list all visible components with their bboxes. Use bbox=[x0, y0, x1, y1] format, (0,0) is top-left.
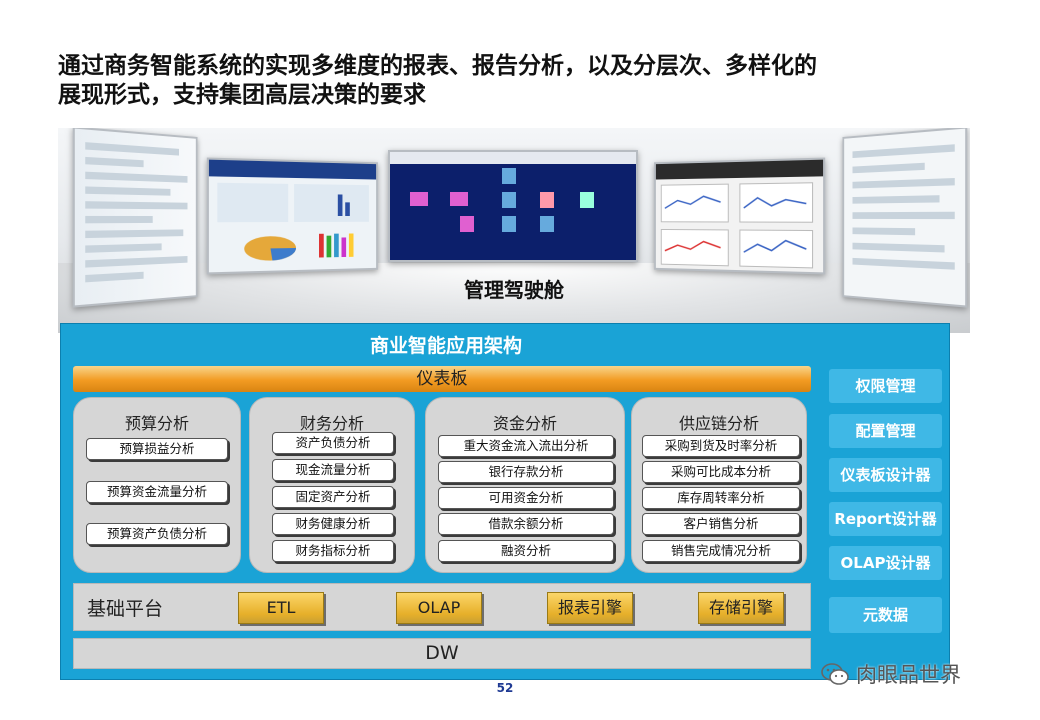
group-title: 财务分析 bbox=[250, 410, 414, 434]
module-item: 借款余额分析 bbox=[438, 513, 614, 535]
engine-storage: 存储引擎 bbox=[698, 592, 784, 624]
side-permission-management: 权限管理 bbox=[829, 369, 942, 403]
module-item: 财务健康分析 bbox=[272, 513, 394, 535]
module-item: 融资分析 bbox=[438, 540, 614, 562]
architecture-title: 商业智能应用架构 bbox=[61, 331, 831, 358]
side-olap-designer: OLAP设计器 bbox=[829, 546, 942, 580]
group-title: 供应链分析 bbox=[632, 410, 806, 434]
wechat-icon bbox=[820, 661, 850, 687]
group-finance-analysis: 财务分析 资产负债分析 现金流量分析 固定资产分析 财务健康分析 财务指标分析 bbox=[249, 397, 415, 573]
data-warehouse: DW bbox=[73, 638, 811, 669]
module-item: 采购到货及时率分析 bbox=[642, 435, 800, 457]
watermark-text: 肉眼品世界 bbox=[856, 659, 961, 689]
platform-label: 基础平台 bbox=[87, 594, 163, 621]
module-item: 银行存款分析 bbox=[438, 461, 614, 483]
module-item: 预算资产负债分析 bbox=[86, 523, 228, 545]
side-report-designer: Report设计器 bbox=[829, 502, 942, 536]
base-platform: 基础平台 ETL OLAP 报表引擎 存储引擎 bbox=[73, 583, 811, 631]
side-dashboard-designer: 仪表板设计器 bbox=[829, 458, 942, 492]
dashboard-screen-mid-right bbox=[654, 158, 825, 275]
module-item: 现金流量分析 bbox=[272, 459, 394, 481]
dashboard-screen-center bbox=[388, 150, 638, 262]
module-item: 采购可比成本分析 bbox=[642, 461, 800, 483]
dashboard-layer: 仪表板 bbox=[73, 366, 811, 392]
module-item: 可用资金分析 bbox=[438, 487, 614, 509]
cockpit-label: 管理驾驶舱 bbox=[58, 274, 970, 303]
module-item: 销售完成情况分析 bbox=[642, 540, 800, 562]
group-title: 资金分析 bbox=[426, 410, 624, 434]
module-item: 固定资产分析 bbox=[272, 486, 394, 508]
slide-title: 通过商务智能系统的实现多维度的报表、报告分析，以及分层次、多样化的展现形式，支持… bbox=[58, 52, 838, 110]
group-capital-analysis: 资金分析 重大资金流入流出分析 银行存款分析 可用资金分析 借款余额分析 融资分… bbox=[425, 397, 625, 573]
engine-etl: ETL bbox=[238, 592, 324, 624]
group-title: 预算分析 bbox=[74, 410, 240, 434]
module-item: 重大资金流入流出分析 bbox=[438, 435, 614, 457]
module-item: 客户销售分析 bbox=[642, 513, 800, 535]
module-item: 库存周转率分析 bbox=[642, 487, 800, 509]
engine-olap: OLAP bbox=[396, 592, 482, 624]
side-metadata: 元数据 bbox=[829, 597, 942, 633]
module-item: 预算损益分析 bbox=[86, 438, 228, 460]
group-budget-analysis: 预算分析 预算损益分析 预算资金流量分析 预算资产负债分析 bbox=[73, 397, 241, 573]
cockpit-scene: 管理驾驶舱 bbox=[58, 128, 970, 333]
module-item: 财务指标分析 bbox=[272, 540, 394, 562]
dashboard-screen-mid-left bbox=[207, 158, 378, 275]
side-configuration-management: 配置管理 bbox=[829, 414, 942, 448]
engine-report: 报表引擎 bbox=[547, 592, 633, 624]
watermark: 肉眼品世界 bbox=[820, 657, 961, 691]
group-supply-chain-analysis: 供应链分析 采购到货及时率分析 采购可比成本分析 库存周转率分析 客户销售分析 … bbox=[631, 397, 807, 573]
module-item: 资产负债分析 bbox=[272, 432, 394, 454]
page-number: 52 bbox=[490, 681, 520, 695]
module-item: 预算资金流量分析 bbox=[86, 481, 228, 503]
bi-architecture-frame: 商业智能应用架构 仪表板 预算分析 预算损益分析 预算资金流量分析 预算资产负债… bbox=[60, 323, 950, 680]
